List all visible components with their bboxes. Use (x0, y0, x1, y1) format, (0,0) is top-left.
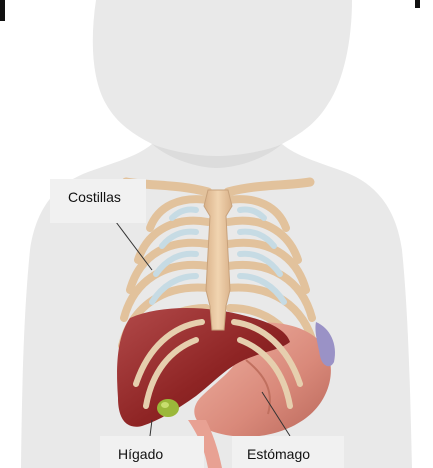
label-stomach: Estómago (232, 436, 344, 468)
gallbladder (157, 399, 179, 417)
label-ribs: Costillas (50, 179, 146, 223)
corner-mark-left (0, 0, 5, 21)
corner-mark-right (415, 0, 420, 8)
gallbladder-highlight (161, 402, 169, 408)
label-liver: Hígado (100, 436, 204, 468)
